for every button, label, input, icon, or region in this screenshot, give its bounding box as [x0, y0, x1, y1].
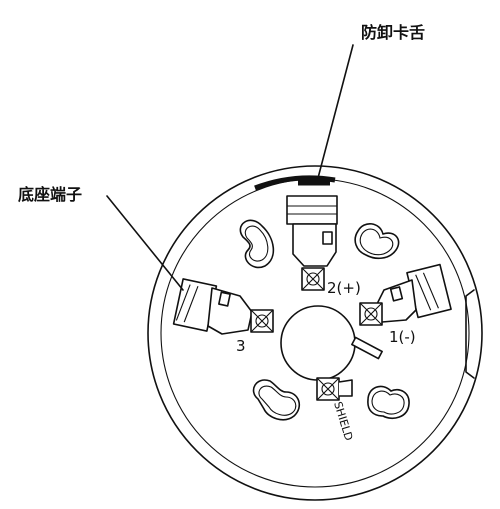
- terminal-3-label: 3: [236, 337, 246, 355]
- terminal-2-label: 2(+): [327, 279, 361, 297]
- mounting-slot-bottom-left: [252, 379, 301, 421]
- label-anti-removal-clip: 防卸卡舌: [361, 23, 425, 42]
- mounting-slot-top-left: [239, 219, 275, 269]
- label-base-terminal: 底座端子: [18, 185, 82, 204]
- mounting-slot-bottom-right: [367, 385, 410, 420]
- terminal-1-label: 1(-): [389, 328, 416, 346]
- leader-line-base-terminal: [106, 195, 184, 291]
- terminal-2-positive: [286, 195, 338, 291]
- terminal-shield-label: SHIELD: [331, 400, 355, 442]
- terminal-shield: SHIELD: [316, 377, 355, 442]
- terminal-3: [172, 278, 274, 335]
- anti-removal-clip: [254, 175, 336, 191]
- mounting-slot-top-right: [354, 223, 400, 260]
- leader-line-anti-removal-clip: [317, 44, 354, 179]
- terminal-1-negative: [351, 263, 452, 360]
- center-hole: [280, 305, 356, 381]
